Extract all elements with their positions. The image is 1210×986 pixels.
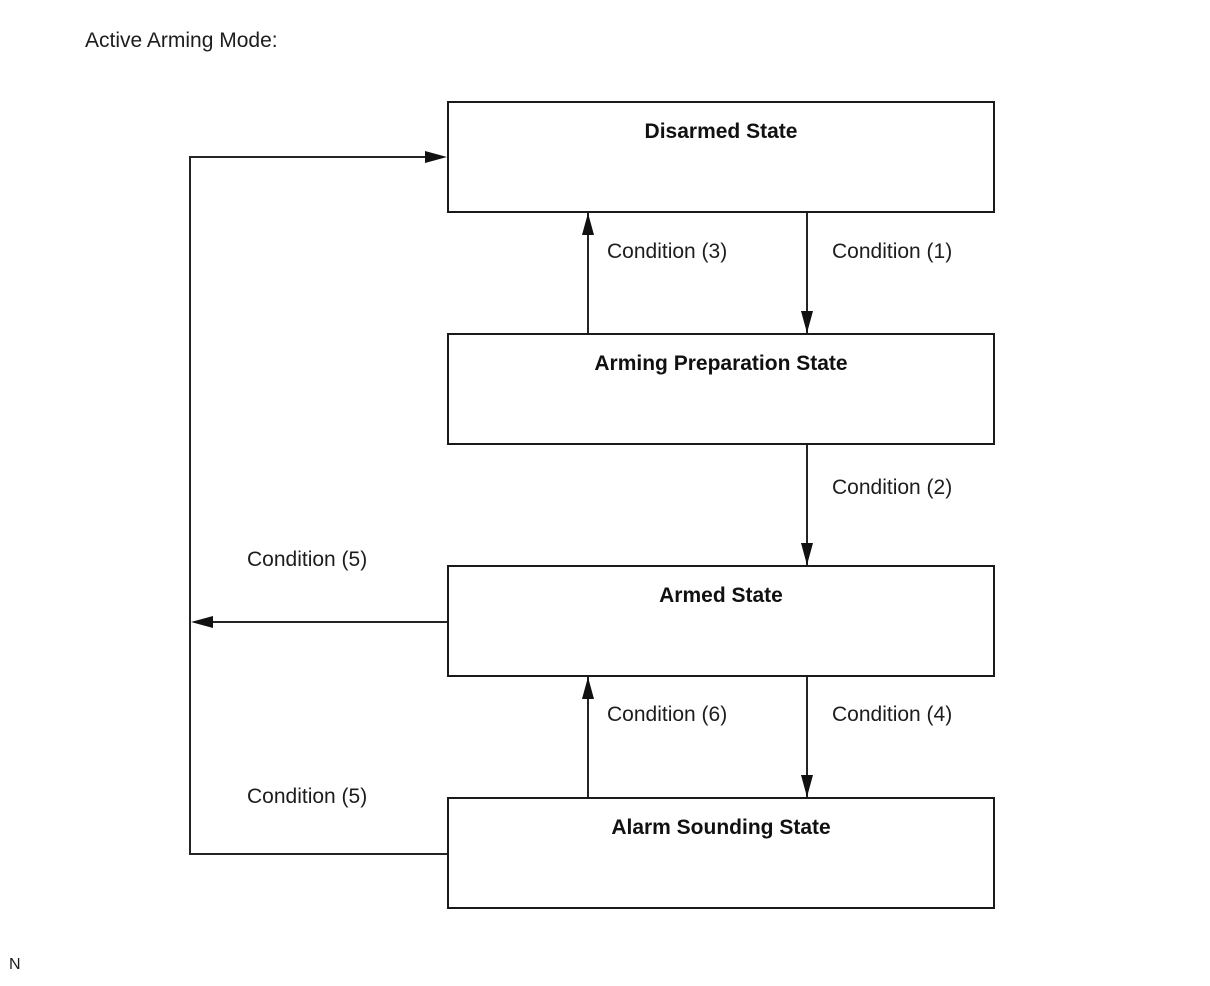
transition-line-condition-3: [587, 213, 589, 333]
arrow-down-icon: [801, 543, 813, 565]
state-box-disarmed: Disarmed State: [447, 101, 995, 213]
arrow-up-icon: [582, 677, 594, 699]
arrow-right-icon: [425, 151, 447, 163]
state-box-armed: Armed State: [447, 565, 995, 677]
arrow-down-icon: [801, 311, 813, 333]
arrow-up-icon: [582, 213, 594, 235]
arrow-left-icon: [191, 616, 213, 628]
state-label-armed: Armed State: [659, 584, 783, 607]
transition-line-condition-1: [806, 213, 808, 333]
return-rail-vertical-line: [189, 156, 191, 854]
return-rail-top-line: [189, 156, 427, 158]
transition-line-condition-2: [806, 445, 808, 565]
transition-label-condition-5-armed: Condition (5): [247, 548, 368, 571]
transition-label-condition-3: Condition (3): [607, 240, 728, 263]
transition-label-condition-5-alarm: Condition (5): [247, 785, 368, 808]
transition-line-condition-5-armed: [210, 621, 447, 623]
transition-line-condition-5-alarm: [189, 853, 447, 855]
footnote-text: N: [9, 956, 21, 973]
transition-label-condition-4: Condition (4): [832, 703, 953, 726]
page-title: Active Arming Mode:: [85, 29, 278, 52]
arrow-down-icon: [801, 775, 813, 797]
transition-line-condition-6: [587, 677, 589, 797]
transition-label-condition-2: Condition (2): [832, 476, 953, 499]
state-box-alarm-sounding: Alarm Sounding State: [447, 797, 995, 909]
state-box-arming-preparation: Arming Preparation State: [447, 333, 995, 445]
state-label-arming-preparation: Arming Preparation State: [594, 352, 848, 375]
transition-label-condition-6: Condition (6): [607, 703, 728, 726]
state-label-alarm-sounding: Alarm Sounding State: [611, 816, 831, 839]
state-label-disarmed: Disarmed State: [644, 120, 798, 143]
transition-label-condition-1: Condition (1): [832, 240, 953, 263]
transition-line-condition-4: [806, 677, 808, 797]
